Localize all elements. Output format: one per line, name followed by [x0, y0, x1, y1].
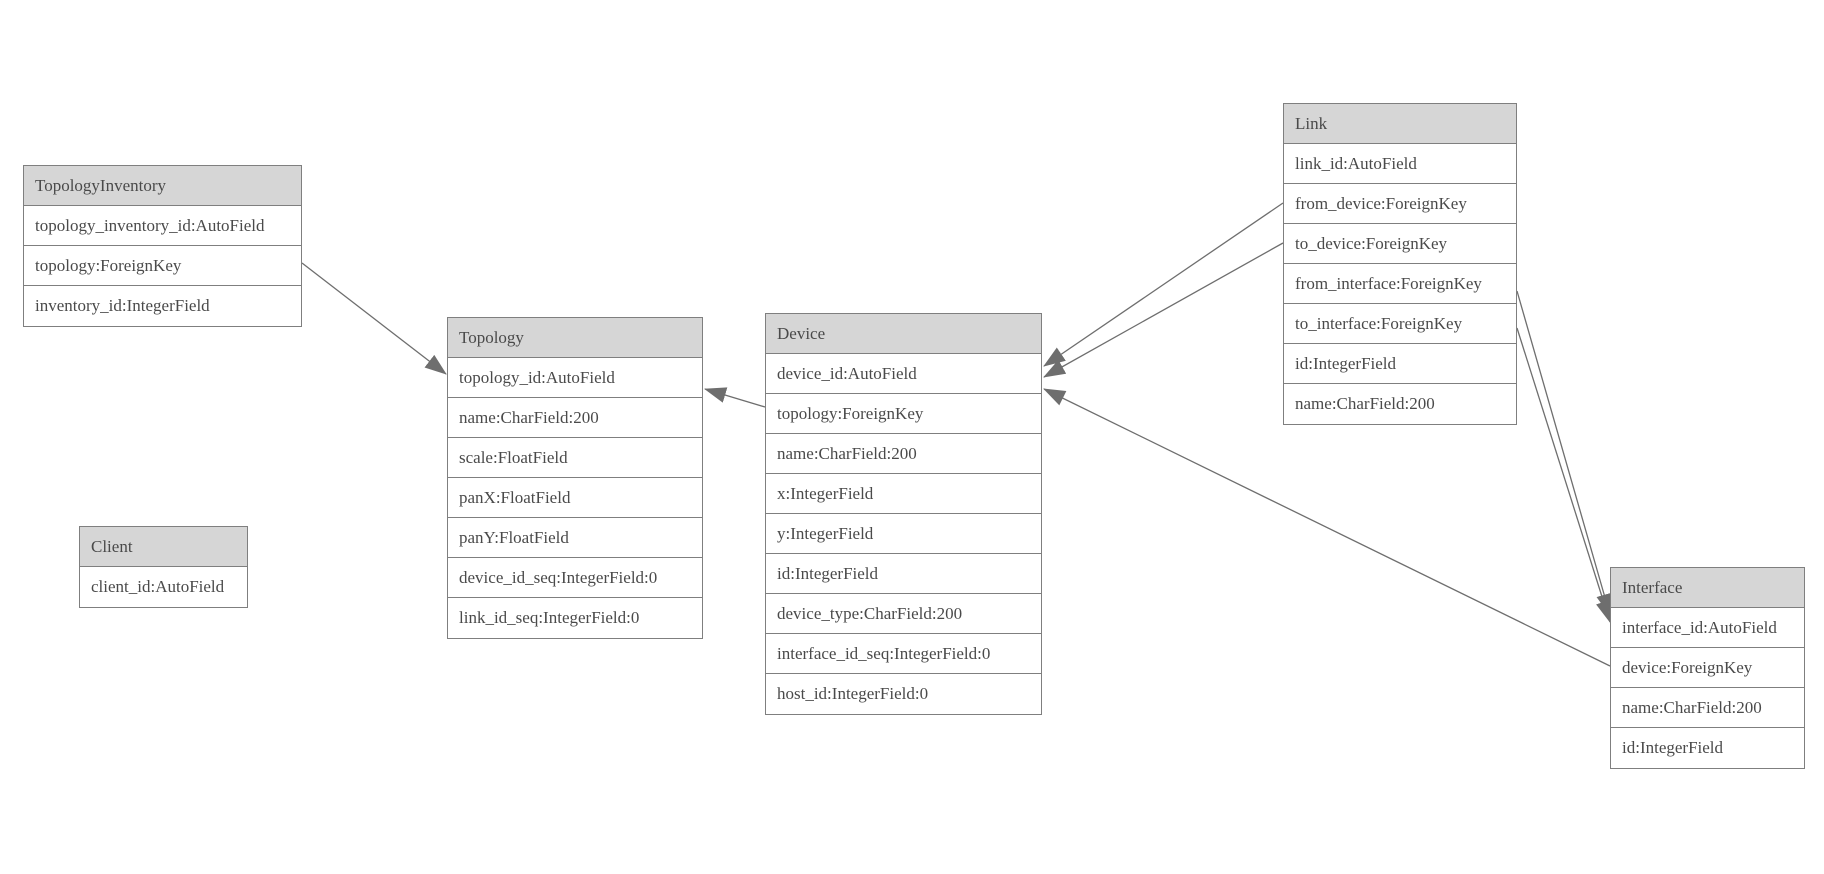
entity-field-row: client_id:AutoField	[80, 567, 247, 607]
entity-field-row: link_id_seq:IntegerField:0	[448, 598, 702, 638]
entity-title: Client	[80, 527, 247, 567]
entity-field-row: from_device:ForeignKey	[1284, 184, 1516, 224]
entity-title: Link	[1284, 104, 1516, 144]
entity-field-row: panY:FloatField	[448, 518, 702, 558]
entity-field-row: to_interface:ForeignKey	[1284, 304, 1516, 344]
entity-field-row: from_interface:ForeignKey	[1284, 264, 1516, 304]
relation-edge-device-topology-to-topology	[704, 387, 766, 408]
entity-field-row: y:IntegerField	[766, 514, 1041, 554]
entity-field-row: x:IntegerField	[766, 474, 1041, 514]
entity-title: Topology	[448, 318, 702, 358]
entity-field-row: link_id:AutoField	[1284, 144, 1516, 184]
entity-field-row: name:CharField:200	[766, 434, 1041, 474]
relation-edge-link-from_device-to-device	[1043, 202, 1284, 367]
entity-field-row: panX:FloatField	[448, 478, 702, 518]
entity-field-row: interface_id:AutoField	[1611, 608, 1804, 648]
entity-field-row: name:CharField:200	[1611, 688, 1804, 728]
entity-field-row: id:IntegerField	[1284, 344, 1516, 384]
entity-field-row: device_type:CharField:200	[766, 594, 1041, 634]
entity-field-row: interface_id_seq:IntegerField:0	[766, 634, 1041, 674]
entity-field-row: topology:ForeignKey	[766, 394, 1041, 434]
entity-field-row: name:CharField:200	[448, 398, 702, 438]
entity-field-row: topology_inventory_id:AutoField	[24, 206, 301, 246]
entity-title: Device	[766, 314, 1041, 354]
entity-field-row: host_id:IntegerField:0	[766, 674, 1041, 714]
relation-edge-link-to_interface-to-interface	[1516, 327, 1612, 623]
entity-field-row: id:IntegerField	[766, 554, 1041, 594]
entity-field-row: id:IntegerField	[1611, 728, 1804, 768]
entity-field-row: device_id:AutoField	[766, 354, 1041, 394]
relation-edge-link-from_interface-to-interface	[1516, 290, 1612, 616]
entity-field-row: scale:FloatField	[448, 438, 702, 478]
entity-field-row: to_device:ForeignKey	[1284, 224, 1516, 264]
relation-edge-link-to_device-to-device	[1043, 242, 1284, 378]
entity-title: Interface	[1611, 568, 1804, 608]
entity-field-row: device:ForeignKey	[1611, 648, 1804, 688]
relation-edge-topologyinventory-topology-to-topology	[301, 262, 447, 375]
entity-title: TopologyInventory	[24, 166, 301, 206]
entity-field-row: device_id_seq:IntegerField:0	[448, 558, 702, 598]
entity-field-row: topology:ForeignKey	[24, 246, 301, 286]
entity-field-row: inventory_id:IntegerField	[24, 286, 301, 326]
entity-field-row: name:CharField:200	[1284, 384, 1516, 424]
relation-edge-interface-device-to-device	[1043, 388, 1611, 667]
entity-field-row: topology_id:AutoField	[448, 358, 702, 398]
